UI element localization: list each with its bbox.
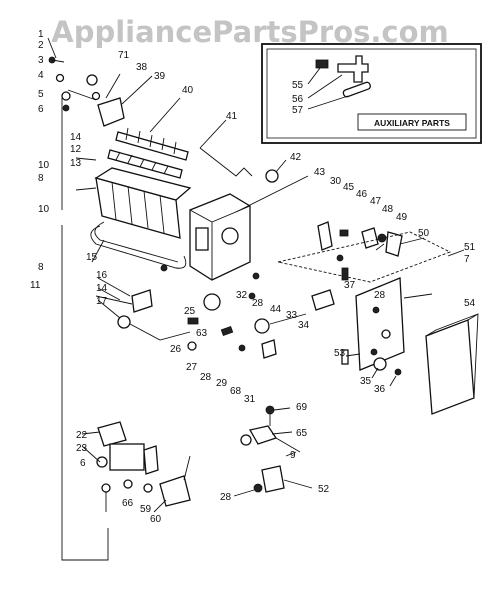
part-number-n49: 49 — [396, 212, 408, 223]
part-number-n59: 59 — [140, 504, 152, 515]
part-number-n28d: 28 — [220, 492, 232, 503]
leader-lines — [47, 37, 465, 513]
part-number-n63: 63 — [196, 328, 208, 339]
exploded-assembly — [48, 56, 479, 561]
part-number-n10a: 10 — [38, 160, 50, 171]
part-number-n37: 37 — [344, 280, 356, 291]
part-number-n65: 65 — [296, 428, 308, 439]
part-number-n30: 30 — [330, 176, 342, 187]
part-number-n42: 42 — [290, 152, 302, 163]
part-number-n14a: 14 — [70, 132, 82, 143]
part-number-n45: 45 — [343, 182, 355, 193]
part-number-n15: 15 — [86, 252, 98, 263]
part-number-n28c: 28 — [200, 372, 212, 383]
part-number-n50: 50 — [418, 228, 430, 239]
part-number-n51: 51 — [464, 242, 476, 253]
part-number-n2: 2 — [38, 40, 44, 51]
part-number-n43: 43 — [314, 167, 326, 178]
part-number-n4: 4 — [38, 70, 44, 81]
part-number-n53: 53 — [334, 348, 346, 359]
part-number-n12: 12 — [70, 144, 82, 155]
part-number-n8b: 8 — [38, 262, 44, 273]
part-number-n35: 35 — [360, 376, 372, 387]
part-number-n23: 23 — [76, 443, 88, 454]
part-number-n60: 60 — [150, 514, 162, 525]
part-number-n55: 55 — [292, 80, 304, 91]
part-number-n52: 52 — [318, 484, 330, 495]
part-number-n29: 29 — [216, 378, 228, 389]
part-number-n38: 38 — [136, 62, 148, 73]
part-number-n9: 9 — [290, 450, 296, 461]
part-number-n14b: 14 — [96, 283, 108, 294]
part-number-n28b: 28 — [374, 290, 386, 301]
part-number-n44: 44 — [270, 304, 282, 315]
part-number-n40: 40 — [182, 85, 194, 96]
part-number-n46: 46 — [356, 189, 368, 200]
part-number-n56: 56 — [292, 94, 304, 105]
part-number-n34: 34 — [298, 320, 310, 331]
part-number-n32: 32 — [236, 290, 248, 301]
part-number-n6b: 6 — [80, 458, 86, 469]
part-number-n5: 5 — [38, 89, 44, 100]
part-number-n10b: 10 — [38, 204, 50, 215]
part-number-n22: 22 — [76, 430, 88, 441]
part-number-n11: 11 — [30, 280, 41, 291]
part-number-n36: 36 — [374, 384, 386, 395]
part-number-n8a: 8 — [38, 173, 44, 184]
part-number-n26: 26 — [170, 344, 182, 355]
part-number-n17: 17 — [96, 296, 108, 307]
part-number-n69: 69 — [296, 402, 308, 413]
auxiliary-parts-box: AUXILIARY PARTS — [261, 43, 482, 144]
part-number-n48: 48 — [382, 204, 394, 215]
part-number-n25: 25 — [184, 306, 196, 317]
part-number-n27: 27 — [186, 362, 198, 373]
part-number-n71: 71 — [118, 50, 130, 61]
part-number-n47: 47 — [370, 196, 382, 207]
part-number-n54: 54 — [464, 298, 476, 309]
part-number-n3: 3 — [38, 55, 44, 66]
part-number-n31: 31 — [244, 394, 256, 405]
part-number-n13: 13 — [70, 158, 82, 169]
auxiliary-parts-label: AUXILIARY PARTS — [374, 118, 450, 128]
part-number-n41: 41 — [226, 111, 238, 122]
part-number-n66: 66 — [122, 498, 134, 509]
part-number-n33: 33 — [286, 310, 298, 321]
part-number-n28a: 28 — [252, 298, 264, 309]
part-number-labels: 1234567138394041141213108424330454647484… — [30, 29, 476, 525]
part-number-n16: 16 — [96, 270, 108, 281]
part-number-n1: 1 — [38, 29, 44, 40]
part-number-n57: 57 — [292, 105, 304, 116]
part-number-n39: 39 — [154, 71, 166, 82]
part-number-n6: 6 — [38, 104, 44, 115]
part-number-n68: 68 — [230, 386, 242, 397]
part-number-n7: 7 — [464, 254, 470, 265]
